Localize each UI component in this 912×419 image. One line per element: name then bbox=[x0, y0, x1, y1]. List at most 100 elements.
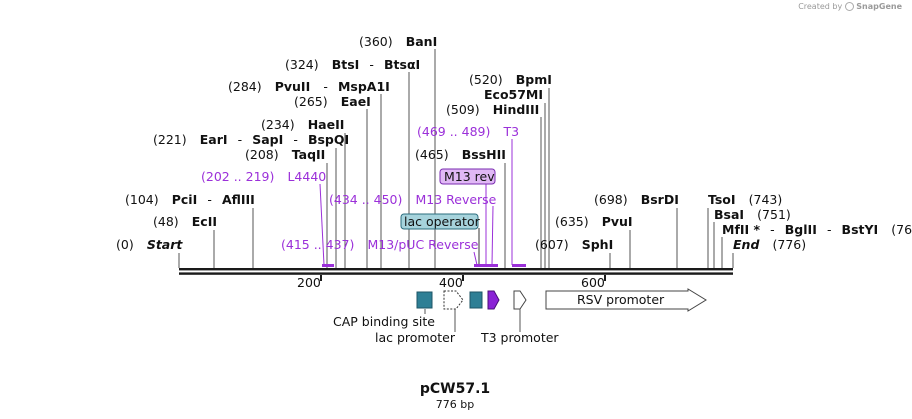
cut-site-label-btsi: (324) BtsI - BtsαI bbox=[285, 54, 420, 73]
cut-site-label-bsai: BsaI (751) bbox=[714, 204, 791, 223]
cut-site-pos: (520) bbox=[469, 72, 503, 87]
cut-site-labels: (0) Start (48) EcII (104) PciI - AflIII … bbox=[116, 31, 912, 253]
cut-site-pos: (48) bbox=[153, 214, 179, 229]
cut-site-separator: - bbox=[827, 222, 832, 237]
m13-puc-reverse-primer-bar bbox=[474, 264, 490, 267]
cut-site-label-ecii: (48) EcII bbox=[153, 211, 217, 230]
lac-promoter-label: lac promoter bbox=[375, 330, 456, 345]
cap-binding-site-box bbox=[416, 291, 433, 309]
m13-reverse-2-stem bbox=[491, 205, 494, 266]
cut-site-pos: (763) bbox=[891, 222, 912, 237]
cut-site-name: TsoI bbox=[708, 192, 736, 207]
m13-rev-label: M13 rev bbox=[444, 169, 495, 184]
plasmid-name: pCW57.1 bbox=[420, 381, 490, 397]
ruler-label-400: 400 bbox=[439, 275, 463, 290]
cut-site-name: Start bbox=[147, 237, 184, 252]
feature-label-m13-reverse: (434 .. 450) M13 Reverse bbox=[329, 189, 497, 208]
t3-promoter-label: T3 promoter bbox=[480, 330, 559, 345]
cut-site-separator: - bbox=[293, 132, 298, 147]
cut-site-name: MfII * bbox=[722, 222, 761, 237]
cut-site-name: BssHII bbox=[462, 147, 506, 162]
cut-site-pos: (324) bbox=[285, 57, 319, 72]
feature-label-l4440: (202 .. 219) L4440 bbox=[201, 166, 326, 185]
feature-range: (469 .. 489) bbox=[417, 124, 490, 139]
cut-site-name: BspQI bbox=[308, 132, 349, 147]
cut-site-label-bpmi: (520) BpmI bbox=[469, 69, 552, 88]
cut-site-separator: - bbox=[369, 57, 374, 72]
plasmid-size: 776 bp bbox=[436, 398, 474, 411]
cut-site-name: PvuI bbox=[602, 214, 633, 229]
watermark-brand: SnapGene bbox=[856, 2, 902, 11]
rsv-promoter-label: RSV promoter bbox=[577, 292, 665, 307]
cut-site-pos: (698) bbox=[594, 192, 628, 207]
cut-site-name: EaeI bbox=[341, 94, 371, 109]
cut-site-label-eaei: (265) EaeI bbox=[294, 91, 371, 110]
cut-site-pos: (751) bbox=[757, 207, 791, 222]
cap-binding-site-box-2 bbox=[469, 291, 483, 309]
cut-site-label-haeii: (234) HaeII bbox=[261, 114, 344, 133]
cut-site-name: HindIII bbox=[493, 102, 540, 117]
lac-operator-box bbox=[400, 213, 479, 230]
cut-site-pos: (776) bbox=[772, 237, 806, 252]
cut-site-name: AflIII bbox=[222, 192, 255, 207]
snapgene-watermark: Created by SnapGene bbox=[798, 2, 902, 11]
cut-site-label-bsrdi: (698) BsrDI bbox=[594, 189, 679, 208]
cut-site-separator: - bbox=[238, 132, 243, 147]
cut-site-name: BstYI bbox=[842, 222, 879, 237]
cut-site-pos: (360) bbox=[359, 34, 393, 49]
cut-site-pos: (743) bbox=[749, 192, 783, 207]
feature-range: (434 .. 450) bbox=[329, 192, 402, 207]
cut-site-label-eari: (221) EarI - SapI - BspQI bbox=[153, 129, 349, 148]
cut-site-pos: (208) bbox=[245, 147, 279, 162]
t3-promoter-arrow-icon bbox=[487, 290, 500, 310]
cut-site-name: HaeII bbox=[308, 117, 345, 132]
l4440-primer-bar bbox=[322, 264, 334, 267]
cut-site-label-mfii: MfII * - BglII - BstYI (763) bbox=[722, 219, 912, 238]
cut-site-label-pvuii: (284) PvuII - MspA1I bbox=[228, 76, 390, 95]
cut-site-name: BpmI bbox=[516, 72, 552, 87]
cut-site-name: MspA1I bbox=[338, 79, 390, 94]
cut-site-name: PvuII bbox=[275, 79, 311, 94]
cut-site-lines bbox=[178, 49, 734, 268]
cut-site-label-start: (0) Start bbox=[116, 234, 183, 253]
m13-rev-box bbox=[439, 168, 496, 185]
cut-site-pos: (221) bbox=[153, 132, 187, 147]
feature-range: (202 .. 219) bbox=[201, 169, 274, 184]
t3-primer-bar bbox=[512, 264, 526, 267]
cap-binding-site-label: CAP binding site bbox=[333, 314, 435, 329]
cut-site-label-bani: (360) BanI bbox=[359, 31, 437, 50]
backbone-top-strand bbox=[179, 268, 733, 271]
cut-site-name: SapI bbox=[252, 132, 283, 147]
cut-site-name: BtsαI bbox=[384, 57, 420, 72]
cut-site-pos: (465) bbox=[415, 147, 449, 162]
cut-site-label-end: End (776) bbox=[733, 234, 806, 253]
m13-reverse-stem bbox=[473, 251, 478, 266]
cut-site-label-bsshii: (465) BssHII bbox=[415, 144, 506, 163]
cut-site-name: Eco57MI bbox=[484, 87, 543, 102]
feature-name: T3 bbox=[502, 124, 519, 139]
cut-site-name: BanI bbox=[406, 34, 438, 49]
cut-site-separator: - bbox=[770, 222, 775, 237]
backbone-bottom-strand bbox=[179, 272, 733, 275]
cut-site-pos: (104) bbox=[125, 192, 159, 207]
cut-site-label-sphi: (607) SphI bbox=[535, 234, 613, 253]
cut-site-name: SphI bbox=[582, 237, 614, 252]
cut-site-name: EcII bbox=[192, 214, 217, 229]
watermark-prefix: Created by bbox=[798, 2, 843, 11]
feature-name: L4440 bbox=[287, 169, 326, 184]
cut-site-label-eco57mi: Eco57MI bbox=[484, 87, 543, 102]
snapgene-logo-icon bbox=[844, 2, 854, 11]
cut-site-pos: (234) bbox=[261, 117, 295, 132]
lac-promoter-arrow-icon bbox=[443, 290, 464, 310]
rsv-promoter-arrow-icon bbox=[545, 288, 707, 312]
cut-site-separator: - bbox=[207, 192, 212, 207]
cut-site-label-hindiii: (509) HindIII bbox=[446, 99, 539, 118]
promoter-arrow-icon bbox=[513, 290, 527, 310]
cut-site-name: TaqII bbox=[292, 147, 326, 162]
cut-site-label-tsoi: TsoI (743) bbox=[708, 189, 782, 208]
cut-site-name: End bbox=[733, 237, 760, 252]
feature-name: M13 Reverse bbox=[415, 192, 496, 207]
m13-reverse-primer-bar bbox=[484, 264, 498, 267]
cut-site-pos: (0) bbox=[116, 237, 134, 252]
